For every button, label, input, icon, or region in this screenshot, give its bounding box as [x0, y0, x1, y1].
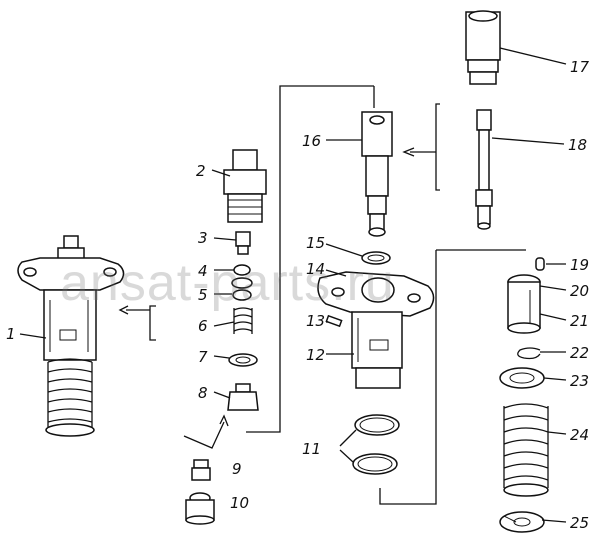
part-12-14-housing	[317, 271, 435, 389]
part-13-pin	[325, 314, 343, 328]
leader-lines	[19, 47, 567, 523]
part-9-screw	[191, 459, 211, 481]
callout-14: 14	[306, 260, 325, 278]
part-19-pin	[535, 257, 545, 271]
part-4-5-seats	[231, 264, 253, 301]
part-2-fitting	[223, 149, 267, 223]
callout-7: 7	[198, 348, 208, 366]
callout-4: 4	[198, 262, 208, 280]
callout-23: 23	[570, 372, 589, 390]
part-1-pump-body-assembly	[17, 235, 125, 437]
callout-24: 24	[570, 426, 589, 444]
part-15-ring	[361, 251, 391, 265]
part-11-rings	[352, 414, 400, 475]
callout-3: 3	[198, 229, 208, 247]
part-10-nut	[185, 492, 215, 525]
callout-11: 11	[302, 440, 321, 458]
part-18-plunger	[475, 109, 493, 230]
part-8-cap	[227, 383, 259, 411]
watermark-text: ansat-parts.ru	[60, 254, 395, 312]
callout-8: 8	[198, 384, 208, 402]
part-17-sleeve	[465, 10, 501, 85]
callout-18: 18	[568, 136, 587, 154]
part-16-plunger-barrel	[361, 111, 393, 237]
callout-20: 20	[570, 282, 589, 300]
part-24-spring	[503, 403, 549, 497]
part-7-washer	[228, 353, 258, 367]
part-3-valve	[235, 231, 251, 255]
callout-19: 19	[570, 256, 589, 274]
callout-2: 2	[196, 162, 206, 180]
callout-10: 10	[230, 494, 249, 512]
callout-9: 9	[232, 460, 242, 478]
grouping-brackets	[118, 85, 526, 505]
callout-21: 21	[570, 312, 589, 330]
callout-1: 1	[6, 325, 16, 343]
callout-5: 5	[198, 286, 208, 304]
callout-25: 25	[570, 514, 589, 532]
part-6-spring	[233, 307, 253, 334]
part-22-snap-ring	[517, 347, 541, 360]
part-20-21-control-sleeve	[507, 274, 541, 334]
callout-13: 13	[306, 312, 325, 330]
callout-22: 22	[570, 344, 589, 362]
part-25-spring-seat	[499, 511, 545, 533]
callout-6: 6	[198, 317, 208, 335]
callout-16: 16	[302, 132, 321, 150]
part-23-washer	[499, 367, 545, 389]
callout-15: 15	[306, 234, 325, 252]
callout-12: 12	[306, 346, 325, 364]
callout-labels: 1 2 3 4 5 6 7 8 9 10 11 12 13 14 15 16 1…	[6, 58, 590, 532]
callout-17: 17	[570, 58, 590, 76]
